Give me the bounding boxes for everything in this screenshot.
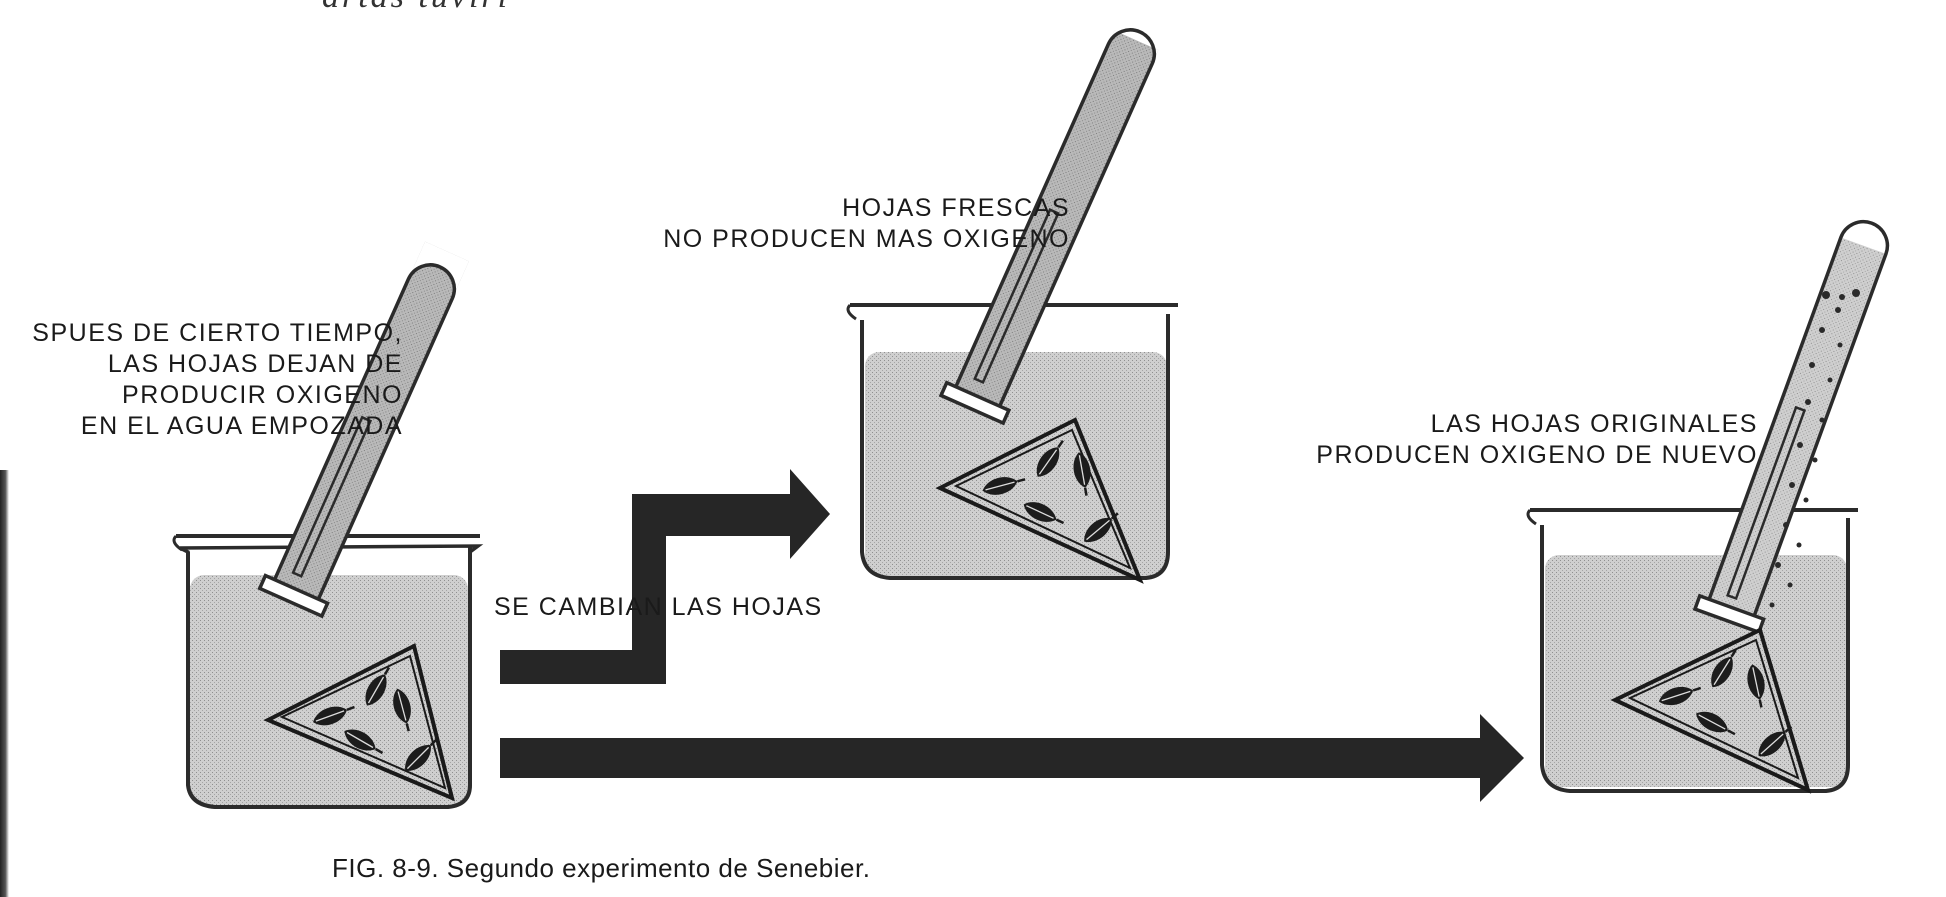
test-tube-middle xyxy=(938,28,1159,426)
beaker-right xyxy=(1526,508,1858,793)
test-tube-left xyxy=(257,241,469,619)
label-line: PRODUCIR OXIGENO xyxy=(122,381,403,409)
oxygen-bubbles xyxy=(1769,289,1860,608)
arrow-upper xyxy=(500,469,830,684)
funnel-right xyxy=(1610,627,1812,794)
label-line: EN EL AGUA EMPOZADA xyxy=(80,412,403,440)
label-arrow-change-leaves: SE CAMBIAN LAS HOJAS xyxy=(494,592,823,623)
label-middle-stage: HOJAS FRESCAS NO PRODUCEN MAS OXIGENO xyxy=(663,193,1070,255)
label-right-stage: LAS HOJAS ORIGINALES PRODUCEN OXIGENO DE… xyxy=(1316,409,1758,471)
funnel-left xyxy=(263,643,455,802)
top-text-fragment: artas tuviri xyxy=(322,0,510,16)
label-line: LAS HOJAS ORIGINALES xyxy=(1430,410,1758,438)
label-line: HOJAS FRESCAS xyxy=(842,194,1070,222)
label-line: LAS HOJAS DEJAN DE xyxy=(107,350,403,378)
test-tube-right xyxy=(1692,220,1890,635)
figure-caption: FIG. 8-9. Segundo experimento de Senebie… xyxy=(332,853,871,883)
label-line: SPUES DE CIERTO TIEMPO, xyxy=(32,319,403,347)
label-line: NO PRODUCEN MAS OXIGENO xyxy=(663,225,1070,253)
label-left-stage: SPUES DE CIERTO TIEMPO, LAS HOJAS DEJAN … xyxy=(32,318,403,442)
funnel-middle xyxy=(935,417,1144,584)
label-line: PRODUCEN OXIGENO DE NUEVO xyxy=(1316,441,1758,469)
arrow-label-text: SE CAMBIAN LAS HOJAS xyxy=(494,593,823,621)
scan-edge-shadow xyxy=(0,470,9,897)
arrow-lower xyxy=(500,714,1524,802)
